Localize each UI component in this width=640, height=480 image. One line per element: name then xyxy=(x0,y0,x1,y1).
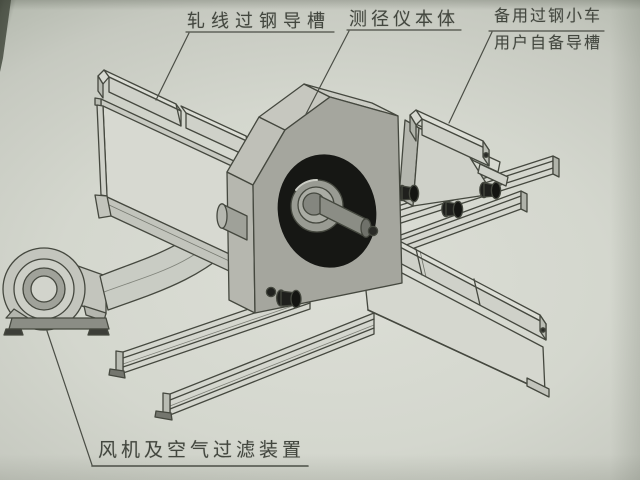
wheel xyxy=(480,182,501,198)
page-corner-shadow xyxy=(0,0,11,72)
floor-rail-front xyxy=(155,313,374,420)
leader-gauge-body xyxy=(306,31,349,114)
gauge-main-body xyxy=(217,84,402,313)
body-side-face xyxy=(227,172,255,313)
annotations xyxy=(47,30,604,466)
spare-trolley xyxy=(398,110,508,218)
fan-base xyxy=(9,318,109,329)
leader-fan-filter xyxy=(47,331,92,465)
fan-and-filter-unit xyxy=(3,248,109,335)
leader-spare-trolley xyxy=(449,32,492,123)
wheel xyxy=(442,201,463,217)
body-bolt xyxy=(266,287,275,296)
rolling-line-guide-beam xyxy=(95,70,276,284)
label-rolling-line-guide: 轧线过钢导槽 xyxy=(187,11,331,31)
label-user-guide-channel: 用户自备导槽 xyxy=(494,35,603,52)
leader-rolling-line-guide xyxy=(156,33,189,100)
trolley-wheels xyxy=(398,182,501,217)
trolley-guide-channel xyxy=(410,110,489,166)
hose-nozzle xyxy=(217,204,247,240)
body-wheel xyxy=(277,290,301,308)
label-spare-trolley: 备用过钢小车 用户自备导槽 xyxy=(494,7,602,61)
label-gauge-body: 测径仪本体 xyxy=(349,9,459,29)
label-spare-trolley-line1: 备用过钢小车 xyxy=(494,8,603,25)
label-fan-filter: 风机及空气过滤装置 xyxy=(98,440,306,461)
wheel xyxy=(398,185,419,201)
measuring-aperture xyxy=(277,154,387,268)
